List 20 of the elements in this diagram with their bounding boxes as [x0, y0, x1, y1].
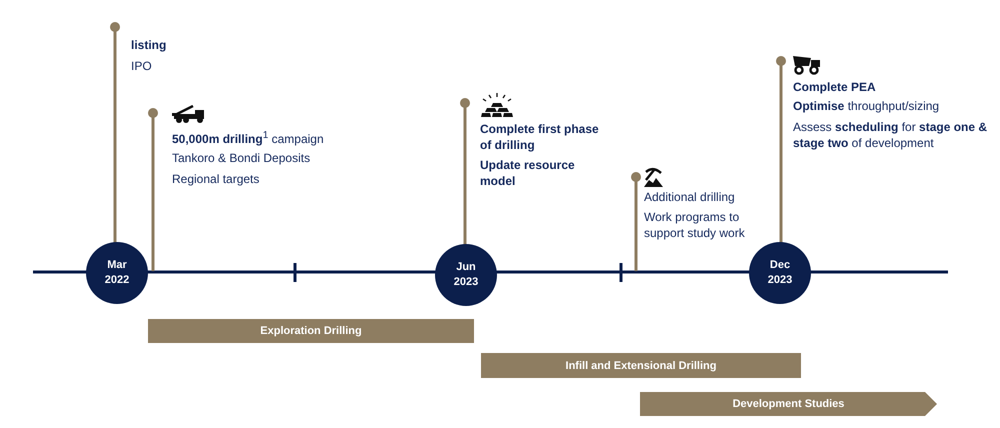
- milestone-text: Optimise throughput/sizing: [793, 98, 940, 114]
- milestone-text: Tankoro & Bondi Deposits: [172, 150, 310, 166]
- milestone-text: Assess scheduling for stage one & stage two of development: [793, 119, 988, 151]
- phase-label: Development Studies: [732, 397, 844, 411]
- milestone-text: IPO: [131, 58, 152, 74]
- phase-label: Exploration Drilling: [260, 324, 362, 338]
- milestone-text: Regional targets: [172, 171, 260, 187]
- milestone-heading: listing: [131, 37, 166, 53]
- date-label: Mar 2022: [104, 258, 130, 288]
- milestone-text: Additional drilling: [644, 189, 735, 205]
- milestone-heading: Update resource model: [480, 157, 576, 189]
- phase-label: Infill and Extensional Drilling: [566, 358, 716, 372]
- milestone-heading: Complete PEA: [793, 79, 876, 95]
- phase-bar: [148, 319, 474, 343]
- milestone-text: Work programs to support study work: [644, 209, 746, 241]
- milestone-text: 50,000m drilling$^{1}$ campaign: [172, 129, 324, 147]
- milestone-heading: Complete first phase of drilling: [480, 121, 600, 153]
- date-label: Dec 2023: [766, 258, 794, 288]
- date-label: Jun 2023: [452, 260, 480, 290]
- phase-bar: [481, 353, 801, 378]
